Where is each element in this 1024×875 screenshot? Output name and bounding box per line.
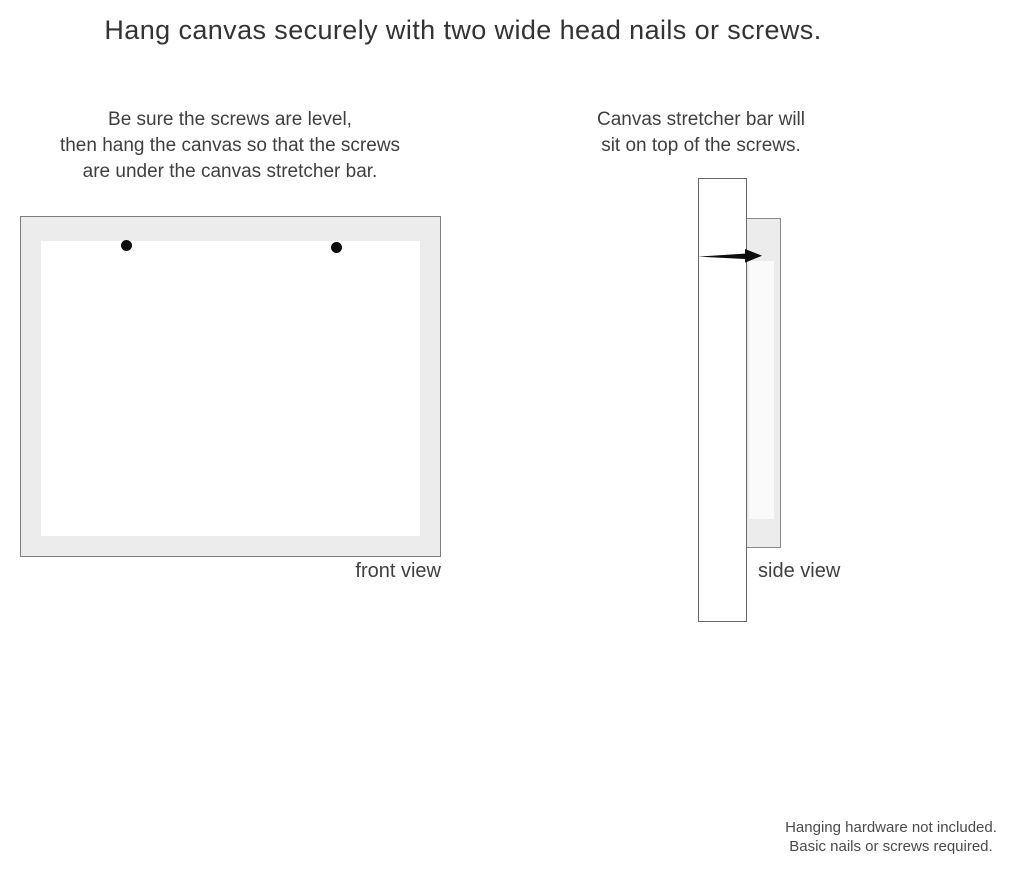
instruction-line: are under the canvas stretcher bar. — [82, 161, 378, 182]
instruction-line: Canvas stretcher bar will — [596, 109, 806, 130]
canvas-side-view — [746, 218, 781, 548]
hardware-note-line: Hanging hardware not included. — [785, 819, 997, 836]
left-screw-dot-icon — [121, 240, 132, 251]
side-view-instructions: Canvas stretcher bar will sit on top of … — [597, 107, 805, 159]
canvas-front-face — [41, 241, 420, 536]
instruction-line: Be sure the screws are level, — [108, 109, 352, 130]
instruction-line: then hang the canvas so that the screws — [59, 135, 401, 156]
hardware-note-line: Basic nails or screws required. — [789, 838, 993, 855]
front-view-label: front view — [355, 560, 441, 582]
stretcher-bar-side-view — [698, 178, 747, 622]
canvas-side-face — [749, 261, 774, 519]
hardware-note: Hanging hardware not included. Basic nai… — [785, 818, 997, 856]
instruction-line: sit on top of the screws. — [601, 135, 801, 156]
nail-icon — [698, 249, 762, 263]
right-screw-dot-icon — [331, 242, 342, 253]
canvas-front-view-diagram — [20, 216, 441, 557]
side-view-label: side view — [758, 560, 841, 582]
page-title: Hang canvas securely with two wide head … — [104, 15, 822, 45]
front-view-instructions: Be sure the screws are level, then hang … — [60, 107, 400, 185]
